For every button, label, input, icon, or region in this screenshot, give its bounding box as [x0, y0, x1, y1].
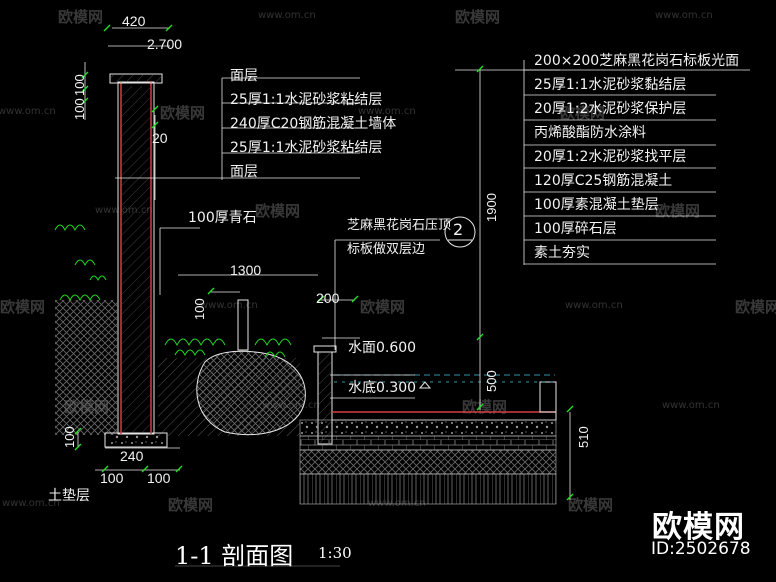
watermark-url: www.om.cn [655, 10, 713, 21]
left-layer-label: 240厚C20钢筋混凝土墙体 [230, 116, 397, 132]
watermark-text: 欧模网 [168, 496, 214, 514]
brand-id: ID:2502678 [651, 539, 751, 559]
right-layer-label: 丙烯酸酯防水涂料 [534, 125, 646, 141]
dim-label: 100 [72, 74, 87, 96]
brand-logo-text: 欧模网 [652, 510, 745, 545]
coping-note: 标板做双层边 [347, 242, 426, 257]
callout-number: 2 [453, 220, 464, 239]
wall-coping [109, 73, 163, 84]
concrete-layer [299, 419, 557, 437]
water-bottom-label: 水底0.300 [348, 380, 417, 396]
watermark-text: 欧模网 [655, 202, 701, 220]
callout-circle [444, 216, 476, 248]
right-layer-label: 120厚C25钢筋混凝土 [534, 173, 673, 189]
watermark-url: www.om.cn [258, 10, 316, 21]
stone-note: 100厚青石 [188, 210, 257, 226]
drawing-scale: 1:30 [318, 544, 352, 562]
watermark-url: www.om.cn [200, 300, 258, 311]
watermark-text: 欧模网 [360, 298, 406, 316]
shrubs [54, 224, 292, 359]
cushion-label: 土垫层 [48, 488, 90, 504]
leaders-right [524, 69, 750, 265]
right-layer-label: 20厚1:2水泥砂浆找平层 [534, 149, 687, 165]
watermark-url: www.om.cn [565, 300, 623, 311]
right-layer-label: 100厚素混凝土垫层 [534, 197, 659, 213]
water-lines [334, 374, 555, 383]
dim-label: 100 [72, 98, 87, 120]
left-layer-label: 25厚1:1水泥砂浆粘结层 [230, 92, 383, 108]
dim-label: 510 [576, 426, 591, 448]
watermark-url: www.om.cn [2, 498, 60, 509]
watermark-text: 欧模网 [735, 298, 776, 316]
dim-label: 1300 [230, 262, 262, 278]
elevation-label: 2.700 [147, 36, 183, 52]
watermark-text: 欧模网 [568, 496, 614, 514]
right-layer-label: 100厚碎石层 [534, 221, 617, 237]
dim-label: 100 [62, 426, 77, 448]
dim-label: 100 [147, 470, 171, 486]
watermark-url: www.om.cn [358, 106, 416, 117]
soil-left [55, 300, 117, 435]
right-layer-label: 25厚1:1水泥砂浆黏结层 [534, 77, 687, 93]
dim-label: 100 [192, 298, 207, 320]
watermark-text: 欧模网 [160, 104, 206, 122]
coping-note: 芝麻黑花岗石压顶 [347, 218, 452, 233]
watermark-url: www.om.cn [662, 400, 720, 411]
dim-label: 240 [120, 448, 144, 464]
dim-label: 100 [100, 470, 124, 486]
watermark-text: 欧模网 [255, 202, 301, 220]
dim-label: 20 [152, 130, 168, 146]
watermark-text: 欧模网 [0, 298, 46, 316]
compacted-soil [299, 473, 557, 505]
left-layer-label: 面层 [230, 164, 258, 180]
pool-edge [539, 381, 557, 413]
drawing-title: 1-1 剖面图 [175, 542, 294, 570]
dim-label: 420 [122, 13, 146, 29]
right-layer-label: 200×200芝麻黑花岗石标板光面 [534, 53, 740, 69]
dim-label: 200 [316, 290, 340, 306]
left-layer-label: 面层 [230, 68, 258, 84]
left-layer-label: 25厚1:1水泥砂浆粘结层 [230, 140, 383, 156]
right-layer-label: 素土夯实 [534, 245, 590, 261]
watermark-url: www.om.cn [0, 106, 56, 117]
pool-slab-top [331, 411, 557, 421]
stake [237, 299, 249, 351]
boulder [196, 350, 306, 436]
dim-ticks [74, 24, 574, 501]
pool-coping [313, 345, 337, 353]
leaders-left [115, 77, 360, 180]
dim-label: 500 [484, 370, 499, 392]
watermark-text: 欧模网 [58, 8, 104, 26]
watermark-text: 欧模网 [455, 8, 501, 26]
water-surface-label: 水面0.600 [348, 340, 417, 356]
gravel-layer [299, 449, 557, 475]
dim-lines [77, 27, 571, 500]
dim-label: 1900 [484, 193, 499, 222]
cushion-layer [299, 435, 557, 451]
watermark-text: 欧模网 [560, 104, 606, 122]
wall-footing [104, 432, 168, 448]
right-layer-label: 20厚1:2水泥砂浆保护层 [534, 101, 687, 117]
